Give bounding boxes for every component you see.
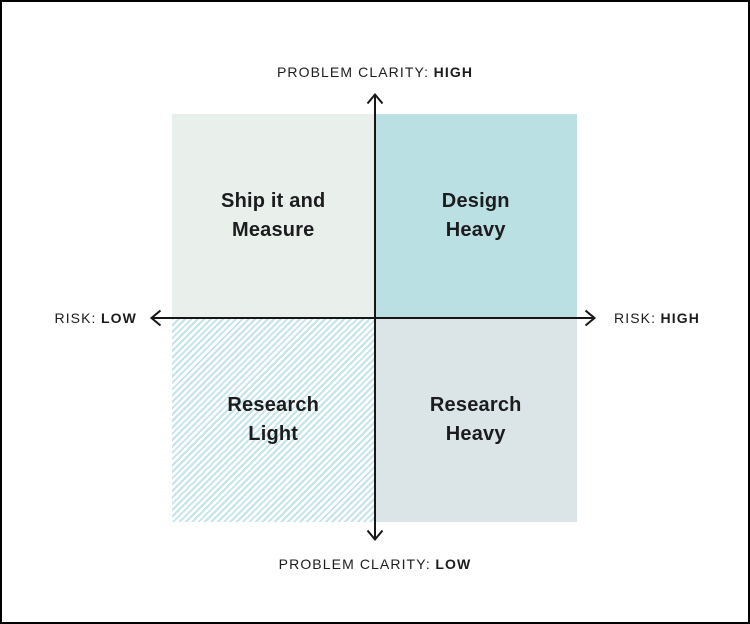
quadrant-ship-it-and-measure: Ship it and Measure (172, 114, 375, 318)
axis-label-prefix: PROBLEM CLARITY: (278, 556, 431, 572)
quadrant-label-research-light: Research Light (227, 391, 319, 449)
quadrant-label-line: Heavy (445, 423, 506, 445)
arrow-right-icon (584, 309, 597, 327)
axis-label-prefix: RISK: (54, 310, 97, 326)
quadrant-label-research-heavy: Research Heavy (430, 391, 522, 449)
quadrant-label-line: Research (429, 394, 522, 416)
arrow-down-icon (366, 529, 384, 542)
axis-label-prefix: PROBLEM CLARITY: (276, 64, 430, 80)
axis-label-value: HIGH (433, 64, 474, 80)
quadrant-grid: Ship it and Measure Design Heavy Researc… (172, 114, 577, 522)
axis-label-prefix: RISK: (614, 310, 657, 326)
axis-label-problem-clarity-high: PROBLEM CLARITY:HIGH (174, 63, 576, 81)
quadrant-label-line: Heavy (445, 219, 506, 241)
arrow-up-icon (366, 92, 384, 105)
quadrant-label-line: Light (248, 423, 299, 445)
axis-label-problem-clarity-low: PROBLEM CLARITY:LOW (174, 555, 576, 573)
quadrant-research-light: Research Light (172, 318, 375, 522)
axis-label-value: HIGH (660, 310, 700, 326)
quadrant-label-design-heavy: Design Heavy (442, 187, 510, 245)
quadrant-research-heavy: Research Heavy (374, 318, 577, 522)
axis-label-risk-low: RISK:LOW (2, 309, 137, 327)
quadrant-label-line: Measure (231, 219, 315, 241)
quadrant-label-line: Research (227, 394, 320, 416)
quadrant-label-ship-it-and-measure: Ship it and Measure (221, 187, 325, 245)
axis-label-value: LOW (435, 556, 472, 572)
arrow-left-icon (149, 309, 162, 327)
quadrant-label-line: Design (441, 190, 510, 212)
quadrant-design-heavy: Design Heavy (374, 114, 577, 318)
axis-label-risk-high: RISK:HIGH (614, 309, 700, 327)
axis-label-value: LOW (101, 310, 137, 326)
quadrant-label-line: Ship it and (221, 190, 326, 212)
